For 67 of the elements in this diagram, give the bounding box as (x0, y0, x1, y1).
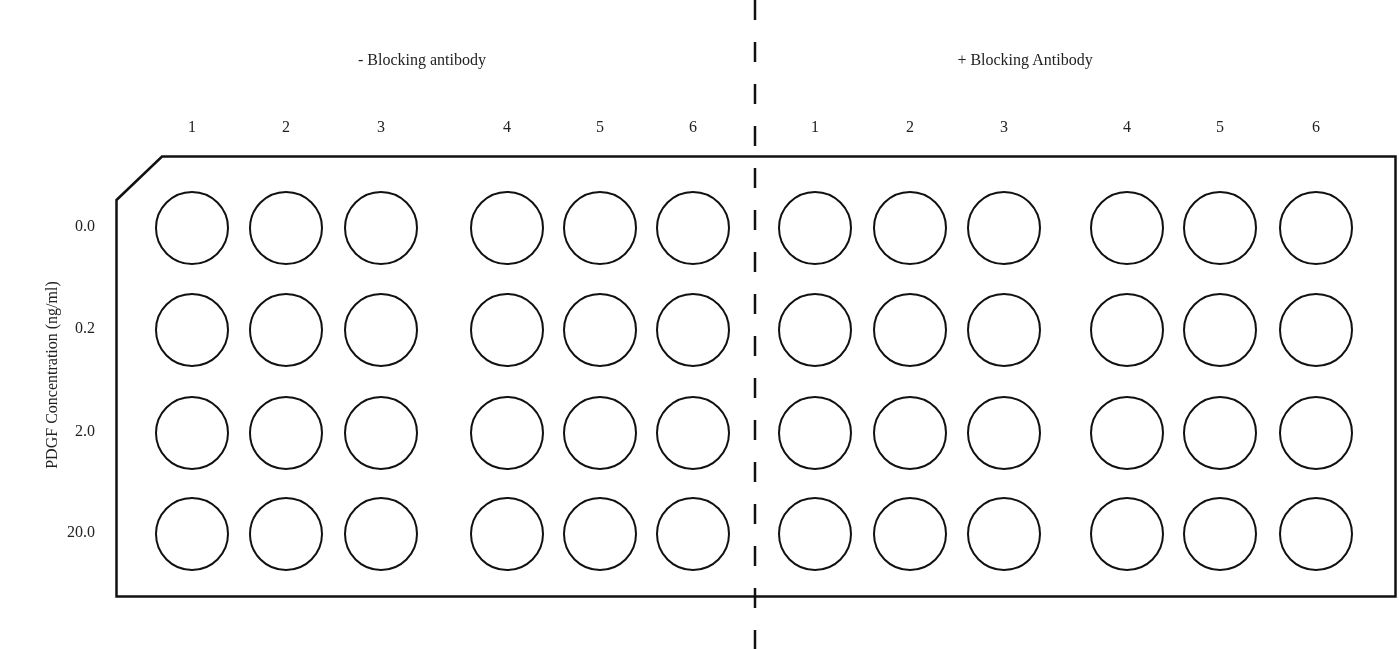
well (1183, 293, 1257, 367)
well (778, 497, 852, 571)
well (470, 191, 544, 265)
well (967, 293, 1041, 367)
column-number: 1 (188, 119, 196, 135)
well (967, 191, 1041, 265)
column-number: 2 (906, 119, 914, 135)
well (967, 497, 1041, 571)
well (344, 396, 418, 470)
well (778, 396, 852, 470)
well (249, 191, 323, 265)
column-number: 6 (1312, 119, 1320, 135)
axis-label: PDGF Concentration (ng/ml) (44, 281, 60, 469)
well (249, 293, 323, 367)
group-heading: + Blocking Antibody (957, 52, 1093, 68)
well (873, 396, 947, 470)
well (155, 396, 229, 470)
column-number: 5 (596, 119, 604, 135)
well (563, 497, 637, 571)
well (656, 191, 730, 265)
well (155, 497, 229, 571)
well (656, 497, 730, 571)
well (873, 497, 947, 571)
well (1279, 191, 1353, 265)
well (1279, 396, 1353, 470)
well (1090, 293, 1164, 367)
well (470, 293, 544, 367)
well (1090, 191, 1164, 265)
well (778, 191, 852, 265)
column-number: 4 (503, 119, 511, 135)
well (563, 293, 637, 367)
row-label: 2.0 (75, 423, 95, 439)
column-number: 3 (1000, 119, 1008, 135)
well (1279, 293, 1353, 367)
well (967, 396, 1041, 470)
row-label: 0.0 (75, 218, 95, 234)
well (1090, 497, 1164, 571)
well (1183, 396, 1257, 470)
well (344, 191, 418, 265)
well (249, 497, 323, 571)
well (563, 191, 637, 265)
well (1183, 497, 1257, 571)
column-number: 2 (282, 119, 290, 135)
well (249, 396, 323, 470)
well (656, 293, 730, 367)
well (1090, 396, 1164, 470)
column-number: 3 (377, 119, 385, 135)
well (563, 396, 637, 470)
row-label: 0.2 (75, 320, 95, 336)
well (778, 293, 852, 367)
well (344, 293, 418, 367)
well (1279, 497, 1353, 571)
column-number: 1 (811, 119, 819, 135)
well (873, 191, 947, 265)
group-heading: - Blocking antibody (358, 52, 486, 68)
well (155, 293, 229, 367)
column-number: 4 (1123, 119, 1131, 135)
well (344, 497, 418, 571)
well (155, 191, 229, 265)
well (470, 396, 544, 470)
well (470, 497, 544, 571)
well (656, 396, 730, 470)
well (873, 293, 947, 367)
column-number: 5 (1216, 119, 1224, 135)
row-label: 20.0 (67, 524, 95, 540)
column-number: 6 (689, 119, 697, 135)
well (1183, 191, 1257, 265)
